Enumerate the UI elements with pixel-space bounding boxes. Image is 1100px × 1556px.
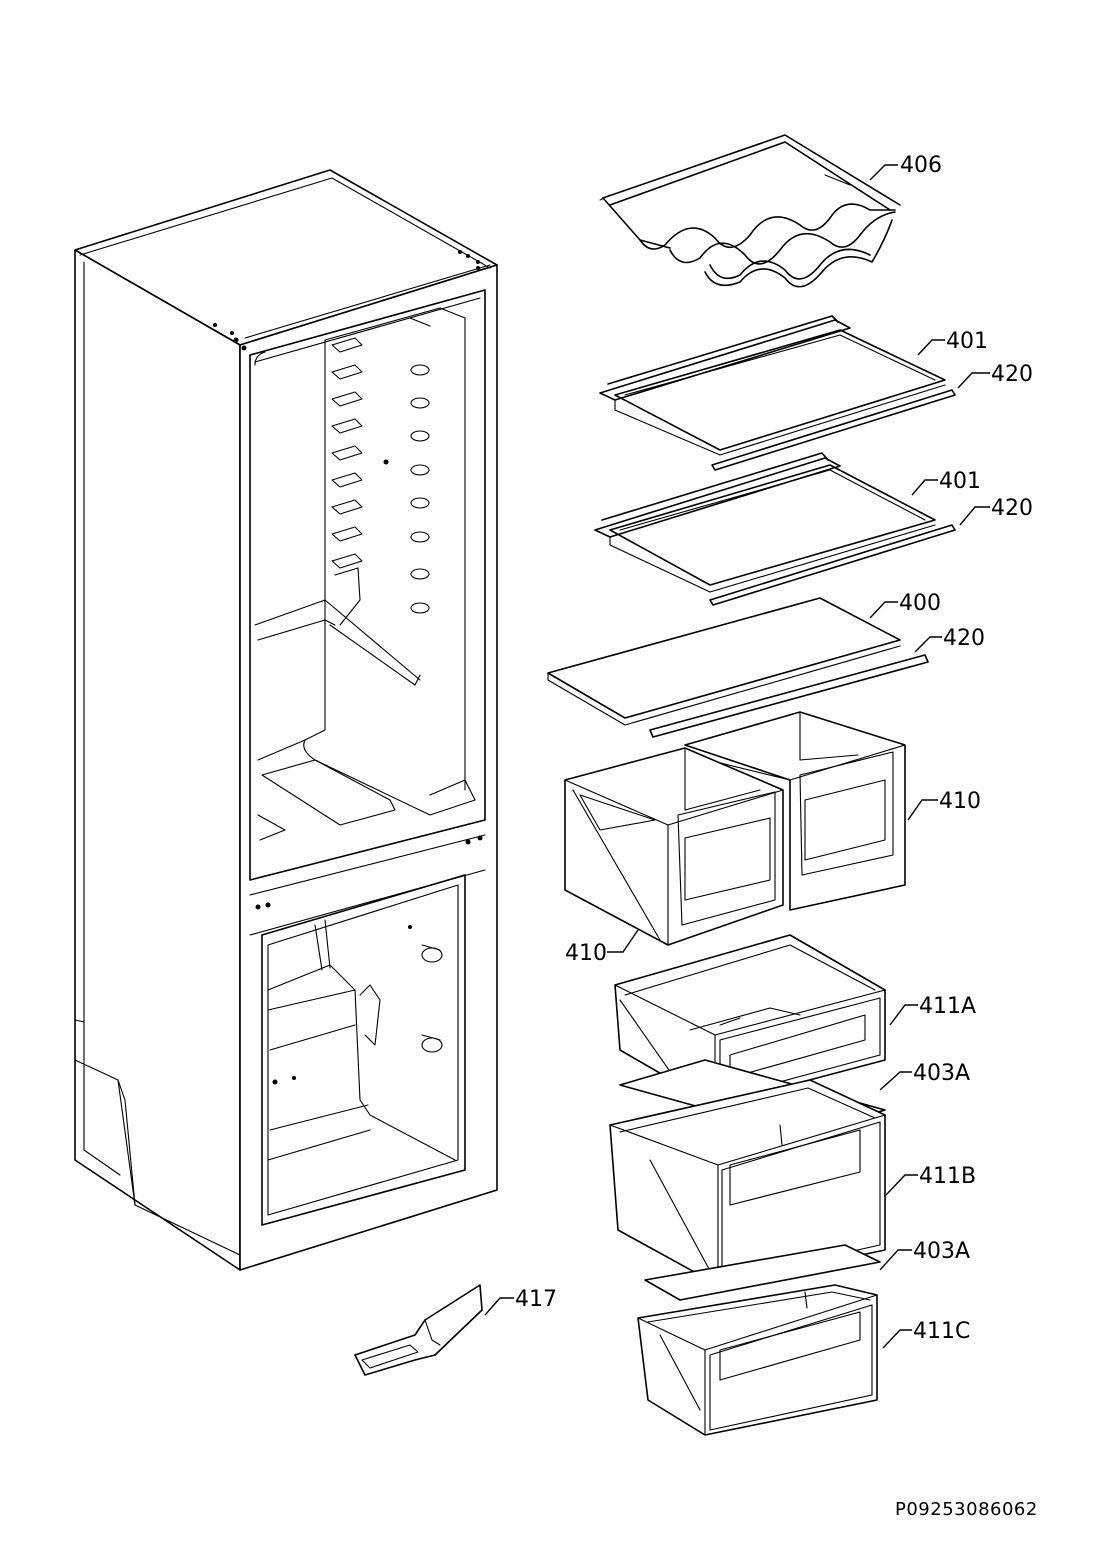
drawer-411B xyxy=(609,1079,886,1286)
callout-411C: 411C xyxy=(913,1319,970,1344)
wine-rack-406 xyxy=(599,134,901,288)
glass-plate-403A-lower xyxy=(644,1244,881,1301)
callout-410-right: 410 xyxy=(939,789,981,814)
callout-labels: 406 401 420 401 420 400 420 410 410 411A… xyxy=(515,153,1033,1344)
callout-420-upper: 420 xyxy=(991,362,1033,387)
glass-plate-400 xyxy=(547,597,929,738)
callout-406: 406 xyxy=(900,153,942,178)
glass-shelf-401-upper xyxy=(599,315,956,471)
callout-403A-lower: 403A xyxy=(913,1239,970,1264)
ice-scraper-417 xyxy=(354,1284,483,1376)
fridge-cabinet xyxy=(74,169,498,1271)
glass-shelf-401-lower xyxy=(594,452,956,606)
callout-411A: 411A xyxy=(919,994,976,1019)
drawer-411A xyxy=(614,934,886,1106)
shelf-supports-right xyxy=(383,317,431,614)
callout-411B: 411B xyxy=(919,1164,976,1189)
drawer-411C xyxy=(637,1284,878,1436)
callout-410-left: 410 xyxy=(565,941,607,966)
callout-420-lower: 420 xyxy=(943,626,985,651)
callout-420-middle: 420 xyxy=(991,496,1033,521)
callout-401-upper: 401 xyxy=(946,329,988,354)
document-id: P09253086062 xyxy=(895,1499,1038,1520)
callout-401-lower: 401 xyxy=(939,469,981,494)
callout-leaders xyxy=(484,164,990,1349)
crisper-drawers-410 xyxy=(564,711,906,946)
callout-400: 400 xyxy=(899,591,941,616)
callout-403A-upper: 403A xyxy=(913,1061,970,1086)
callout-417: 417 xyxy=(515,1287,557,1312)
shelf-supports-left xyxy=(331,337,363,626)
